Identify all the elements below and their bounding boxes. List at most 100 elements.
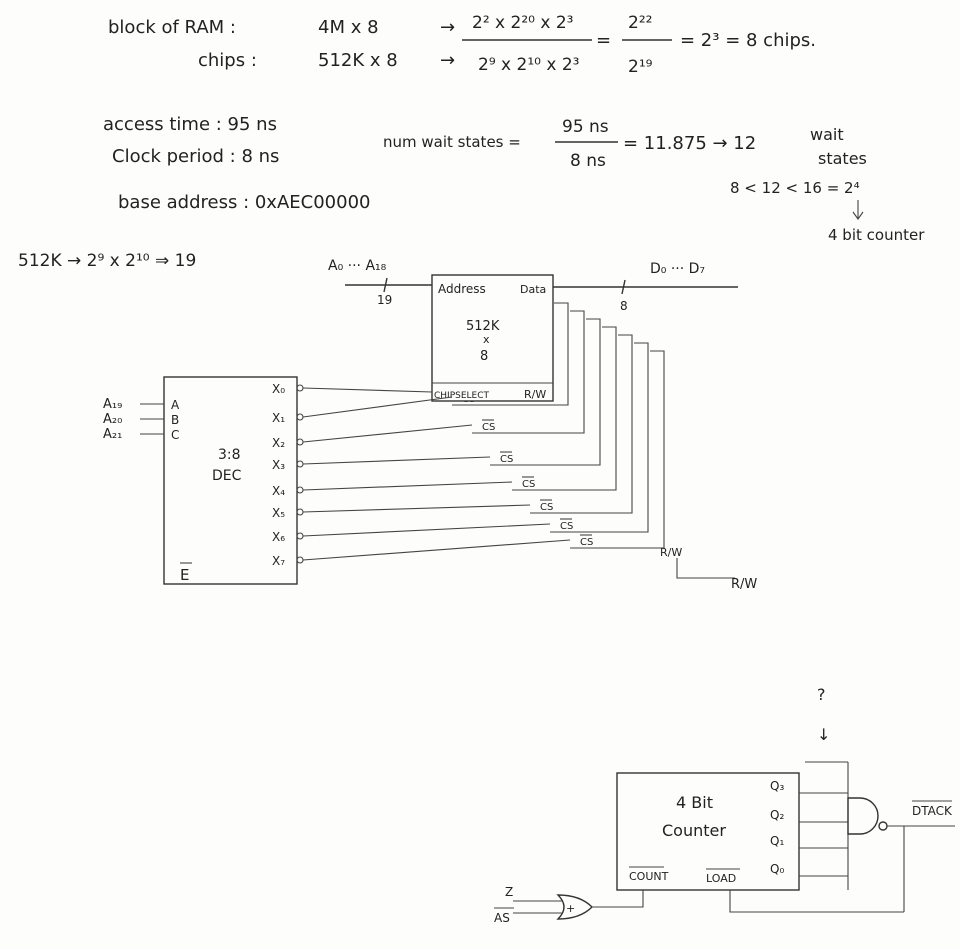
stacked-chip-outline xyxy=(472,310,585,434)
fraction1-denominator: 2⁹ x 2¹⁰ x 2³ xyxy=(478,55,579,75)
counter-note: 4 bit counter xyxy=(828,226,925,244)
chip-address-label: Address xyxy=(438,282,486,296)
counter-q-pin: Q₃ xyxy=(770,779,784,793)
decoder-output-label: X₄ xyxy=(272,484,285,498)
cs-label: CS xyxy=(482,422,495,433)
stacked-chip-outline xyxy=(512,326,617,491)
decoder-input-address: A₂₀ xyxy=(103,412,122,427)
question-mark: ? xyxy=(817,685,826,704)
decoder-label-ratio: 3:8 xyxy=(218,447,241,463)
and-gate xyxy=(847,797,879,835)
as-label: AS xyxy=(494,911,510,925)
decoder-input-pin: A xyxy=(171,398,180,412)
decoder-output-wire xyxy=(302,539,571,561)
cs-label: CS xyxy=(522,479,535,490)
ram-value: 4M x 8 xyxy=(318,17,379,38)
equals-1: = xyxy=(596,30,611,51)
decoder-output-bubble xyxy=(296,460,304,468)
decoder-input-pin: C xyxy=(171,428,179,442)
decoder-output-label: X₀ xyxy=(272,382,285,396)
chip-stack: CSCSCSCSCSCSCSR/W xyxy=(452,302,682,559)
counter-q-pin: Q₂ xyxy=(770,808,784,822)
load-feedback xyxy=(729,890,904,913)
chip-rw-label: R/W xyxy=(524,388,546,401)
counter-q-pin: Q₁ xyxy=(770,834,784,848)
dtack-label: DTACK xyxy=(912,804,953,818)
counter-title-2: Counter xyxy=(662,821,726,840)
decoder-output-wire xyxy=(302,396,453,418)
decoder-output-label: X₇ xyxy=(272,554,285,568)
chip-size-top: 512K xyxy=(466,319,500,334)
arrow-2: → xyxy=(440,50,455,71)
cs-label: CS xyxy=(500,454,513,465)
decoder-input-address: A₁₉ xyxy=(103,397,122,412)
stacked-chip-outline xyxy=(530,334,633,514)
decoder-enable: E xyxy=(180,566,189,584)
chips-result: = 2³ = 8 chips. xyxy=(680,30,816,51)
stacked-chip-outline xyxy=(550,342,649,533)
decoder-output-label: X₃ xyxy=(272,458,285,472)
arrow-1: → xyxy=(440,17,455,38)
stack-rw-label: R/W xyxy=(660,546,682,559)
decoder-output-wire xyxy=(302,456,491,465)
wait-states-label: num wait states = xyxy=(383,133,521,151)
chips-label: chips : xyxy=(198,50,257,71)
decoder-output-wire xyxy=(302,523,551,537)
data-bus-width: 8 xyxy=(620,299,628,313)
stacked-chip-outline xyxy=(570,350,665,549)
counter-title-1: 4 Bit xyxy=(676,793,713,812)
decoder-output-wire xyxy=(302,504,531,513)
decoder-output-wire xyxy=(302,481,513,491)
decoder-output-label: X₅ xyxy=(272,506,285,520)
address-bits-calc: 512K → 2⁹ x 2¹⁰ ⇒ 19 xyxy=(18,251,196,271)
decoder-output-bubble xyxy=(296,413,304,421)
access-time: access time : 95 ns xyxy=(103,114,277,135)
down-arrow-head xyxy=(852,211,864,220)
chip-size-x: x xyxy=(483,333,490,346)
counter-range: 8 < 12 < 16 = 2⁴ xyxy=(730,179,860,197)
rw-line xyxy=(676,558,735,579)
wait-result: = 11.875 → 12 xyxy=(623,133,756,154)
decoder-output-bubble xyxy=(296,532,304,540)
counter-outputs: Q₃ Q₂ Q₁ Q₀ xyxy=(770,761,849,890)
data-bus-slash xyxy=(621,279,626,295)
decoder-output-bubble xyxy=(296,556,304,564)
chip-select-label: CHIPSELECT xyxy=(434,391,490,401)
wait-numerator: 95 ns xyxy=(562,117,609,137)
wait-word-2: states xyxy=(818,149,867,168)
or-gate xyxy=(556,894,593,920)
stacked-chip-outline xyxy=(490,318,601,466)
fraction2-numerator: 2²² xyxy=(628,13,652,33)
counter-q-pin: Q₀ xyxy=(770,862,784,876)
clock-period: Clock period : 8 ns xyxy=(112,146,279,167)
wait-word-1: wait xyxy=(810,125,844,144)
decoder-output-label: X₂ xyxy=(272,436,285,450)
fraction1-numerator: 2² x 2²⁰ x 2³ xyxy=(472,13,573,33)
decoder-output-label: X₁ xyxy=(272,411,285,425)
address-bus-width: 19 xyxy=(377,293,392,307)
decoder-output-bubble xyxy=(296,384,304,392)
decoder-input-address: A₂₁ xyxy=(103,427,122,442)
fraction2-denominator: 2¹⁹ xyxy=(628,57,653,77)
counter-box xyxy=(616,772,800,891)
chip-data-label: Data xyxy=(520,283,546,296)
cs-label: CS xyxy=(580,537,593,548)
stacked-chip-outline xyxy=(452,302,569,406)
decoder-output-bubble xyxy=(296,438,304,446)
chip-size-bottom: 8 xyxy=(480,349,488,364)
and-gate-bubble xyxy=(878,821,888,831)
base-address: base address : 0xAEC00000 xyxy=(118,192,370,213)
address-bus-slash xyxy=(383,277,388,293)
decoder-output-wire xyxy=(302,387,433,393)
decoder-box xyxy=(163,376,298,585)
rw-output-label: R/W xyxy=(731,577,757,592)
ram-label: block of RAM : xyxy=(108,17,236,38)
decoder-label-dec: DEC xyxy=(212,468,242,484)
decoder-output-bubble xyxy=(296,508,304,516)
load-pin: LOAD xyxy=(706,872,736,885)
chips-value: 512K x 8 xyxy=(318,50,398,71)
wait-denominator: 8 ns xyxy=(570,151,606,171)
